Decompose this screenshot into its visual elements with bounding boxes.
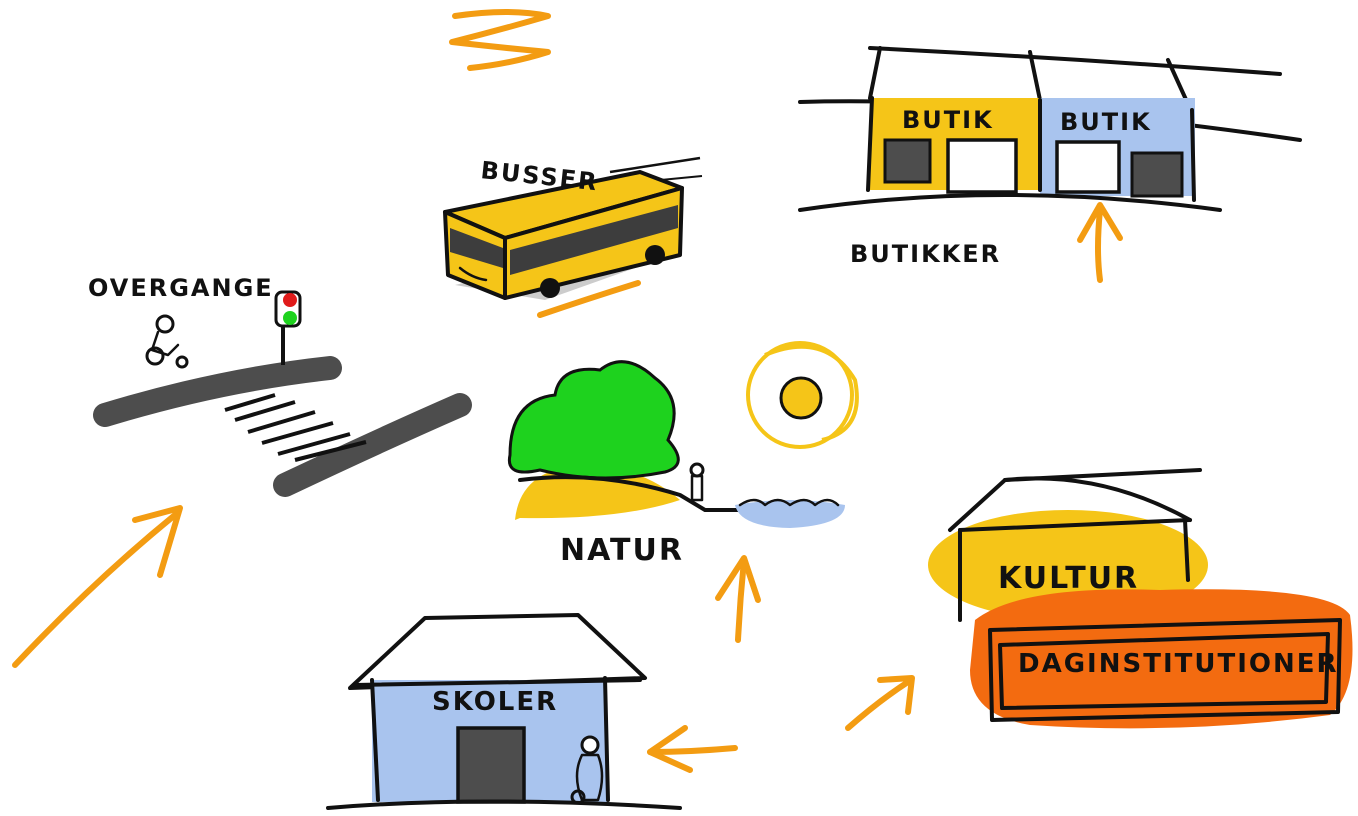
butik-left-label: BUTIK — [902, 106, 994, 134]
dagininstitutioner-label: DAGINSTITUTIONER — [1018, 649, 1339, 679]
school-illustration: SKOLER — [326, 613, 738, 810]
kultur-label: KULTUR — [998, 561, 1139, 596]
butik-right-label: BUTIK — [1060, 108, 1152, 136]
busser-label: BUSSER — [479, 156, 599, 196]
squiggle-mark — [449, 9, 551, 71]
shops-illustration: BUTIK BUTIK BUTIKKER — [798, 46, 1302, 283]
bus-illustration: BUSSER — [443, 156, 703, 318]
nature-illustration: NATUR — [507, 341, 859, 643]
skoler-label: SKOLER — [432, 687, 558, 717]
crosswalk-illustration: OVERGANGE — [12, 274, 472, 668]
overgange-label: OVERGANGE — [88, 274, 274, 302]
butikker-label: BUTIKKER — [850, 240, 1001, 268]
culture-daycare-illustration: KULTUR DAGINSTITUTIONER — [845, 468, 1353, 731]
natur-label: NATUR — [560, 533, 684, 568]
